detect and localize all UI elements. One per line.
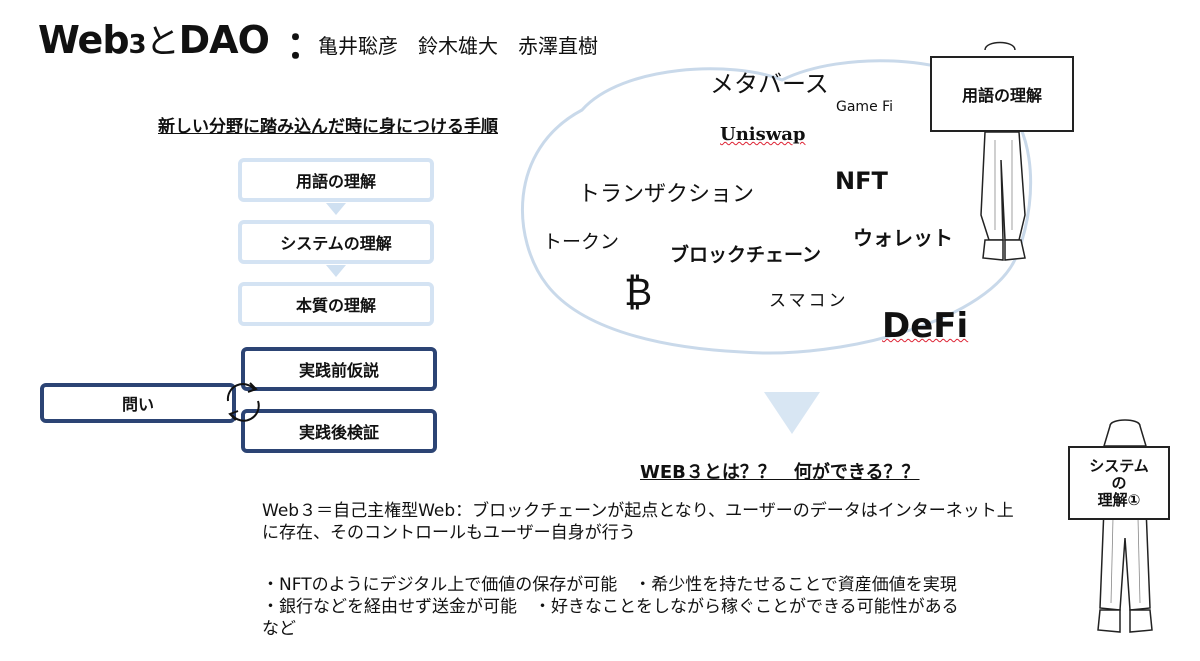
question-label: 問い bbox=[121, 395, 154, 414]
title-colon: ： bbox=[286, 23, 325, 67]
step-terms: 用語の理解 bbox=[238, 158, 434, 202]
term-token: トークン bbox=[543, 231, 620, 253]
step-hypothesis: 実践前仮説 bbox=[241, 347, 437, 391]
cycle-arrows-icon bbox=[226, 382, 260, 422]
definition-line-2: に存在、そのコントロールもユーザー自身が行う bbox=[262, 523, 636, 543]
sign-label-line: システム bbox=[1089, 456, 1149, 475]
step-label: 実践前仮説 bbox=[298, 361, 379, 380]
step-label: 実践後検証 bbox=[298, 423, 379, 442]
benefit-line-2: ・銀行などを経由せず送金が可能 ・好きなことをしながら稼ぐことができる可能性があ… bbox=[262, 597, 959, 617]
term-metaverse: メタバース bbox=[710, 70, 829, 98]
down-arrow-icon bbox=[764, 392, 820, 434]
title-three: 3 bbox=[128, 30, 147, 60]
term-defi: DeFi bbox=[882, 306, 969, 346]
term-nft: NFT bbox=[835, 167, 888, 195]
authors: 亀井聡彦 鈴木雄大 赤澤直樹 bbox=[318, 34, 598, 58]
term-smartcontract: スマコン bbox=[769, 291, 849, 311]
step-essence: 本質の理解 bbox=[238, 282, 434, 326]
person-figure-bottom bbox=[1097, 419, 1153, 633]
bitcoin-icon: ₿ bbox=[624, 270, 653, 314]
step-verification: 実践後検証 bbox=[241, 409, 437, 453]
title-dao: DAO bbox=[178, 18, 270, 62]
title-to: と bbox=[145, 22, 180, 62]
step-label: 用語の理解 bbox=[295, 172, 376, 191]
title-web: Web bbox=[38, 18, 130, 62]
benefit-line-3: など bbox=[262, 619, 296, 639]
sign-label-line: の bbox=[1111, 473, 1127, 492]
sign-label-line: 理解① bbox=[1097, 490, 1141, 509]
term-transaction: トランザクション bbox=[578, 182, 755, 207]
term-wallet: ウォレット bbox=[853, 226, 953, 250]
sign-terms: 用語の理解 bbox=[930, 56, 1074, 132]
person-figure-top bbox=[980, 41, 1026, 261]
step-arrow-icon bbox=[326, 265, 346, 277]
term-gamefi: Game Fi bbox=[836, 99, 894, 115]
steps-subheading: 新しい分野に踏み込んだ時に身につける手順 bbox=[158, 117, 498, 137]
step-arrow-icon bbox=[326, 203, 346, 215]
web3-question-heading: WEB３とは？？ 何ができる？？ bbox=[640, 462, 920, 483]
term-uniswap: Uniswap bbox=[720, 124, 806, 145]
definition-line-1: Web３＝自己主権型Web：ブロックチェーンが起点となり、ユーザーのデータはイン… bbox=[262, 501, 1014, 521]
sign-system: システム の 理解① bbox=[1068, 446, 1170, 520]
step-label: 本質の理解 bbox=[295, 296, 376, 315]
term-cloud-shape bbox=[520, 59, 1033, 355]
term-blockchain: ブロックチェーン bbox=[670, 244, 822, 266]
question-box: 問い bbox=[40, 383, 236, 423]
step-label: システムの理解 bbox=[280, 234, 392, 253]
sign-label: 用語の理解 bbox=[961, 86, 1042, 105]
benefit-line-1: ・NFTのようにデジタル上で価値の保存が可能 ・希少性を持たせることで資産価値を… bbox=[262, 575, 957, 595]
step-system: システムの理解 bbox=[238, 220, 434, 264]
page-title: Web3とDAO bbox=[38, 14, 270, 63]
